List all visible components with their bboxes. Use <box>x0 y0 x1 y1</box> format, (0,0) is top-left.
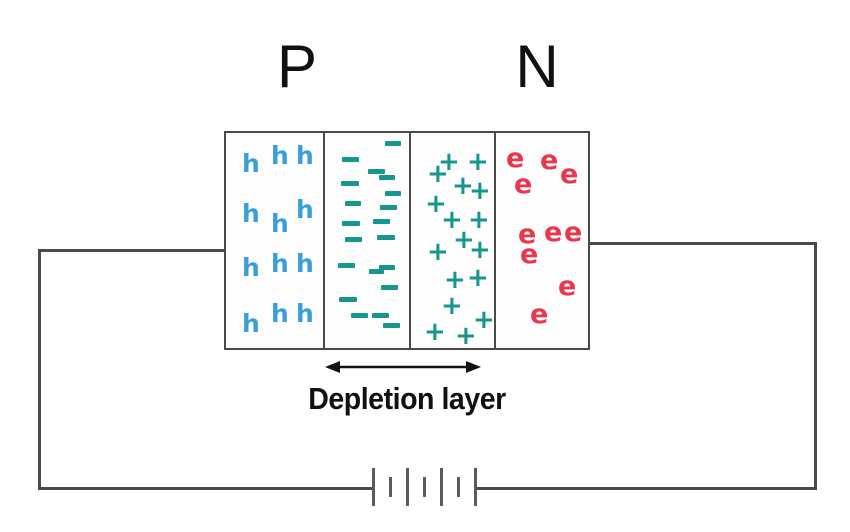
negative-ion-symbol <box>345 237 362 242</box>
negative-ion-symbol <box>351 313 368 318</box>
negative-ion-symbol <box>342 221 360 226</box>
positive-ion-symbol: + <box>438 147 460 177</box>
battery-plate-short <box>423 477 426 497</box>
positive-ion-symbol: + <box>444 265 466 295</box>
battery-plate-short <box>457 477 460 497</box>
electron-symbol: e <box>518 219 537 250</box>
electron-symbol: e <box>506 143 525 174</box>
hole-symbol: h <box>242 149 260 178</box>
n-region-label: N <box>515 33 559 100</box>
negative-ion-symbol <box>369 269 384 274</box>
region-negative-ions <box>325 133 411 348</box>
negative-ion-symbol <box>381 285 398 290</box>
battery-plate-long <box>474 468 477 506</box>
negative-ion-symbol <box>379 265 395 270</box>
hole-symbol: h <box>296 299 314 328</box>
hole-symbol: h <box>296 195 314 224</box>
wire-left-horizontal-top <box>38 249 226 252</box>
electron-symbol: e <box>560 159 579 190</box>
negative-ion-symbol <box>341 181 359 186</box>
negative-ion-symbol <box>383 323 400 328</box>
hole-symbol: h <box>242 309 260 338</box>
battery-symbol <box>372 462 478 512</box>
negative-ion-symbol <box>342 157 359 162</box>
wire-right-horizontal-top <box>588 242 817 245</box>
positive-ion-symbol: + <box>473 305 495 335</box>
electron-symbol: e <box>520 239 539 270</box>
wire-left-vertical <box>38 249 41 489</box>
hole-symbol: h <box>271 209 289 238</box>
hole-symbol: h <box>296 249 314 278</box>
negative-ion-symbol <box>373 219 390 224</box>
positive-ion-symbol: + <box>452 171 474 201</box>
negative-ion-symbol <box>368 169 385 174</box>
positive-ion-symbol: + <box>441 205 463 235</box>
p-region-label: P <box>276 33 318 100</box>
positive-ion-symbol: + <box>424 317 446 347</box>
wire-bottom-left <box>38 487 374 490</box>
hole-symbol: h <box>271 249 289 278</box>
positive-ion-symbol: + <box>468 205 490 235</box>
positive-ion-symbol: + <box>467 263 489 293</box>
negative-ion-symbol <box>379 175 395 180</box>
negative-ion-symbol <box>372 313 389 318</box>
negative-ion-symbol <box>338 263 355 268</box>
hole-symbol: h <box>296 141 314 170</box>
battery-plate-short <box>389 477 392 497</box>
depletion-layer-arrow <box>325 360 481 374</box>
negative-ion-symbol <box>339 297 357 302</box>
battery-plate-long <box>372 468 375 506</box>
electron-symbol: e <box>544 217 563 248</box>
battery-plate-long <box>440 468 443 506</box>
negative-ion-symbol <box>385 191 401 196</box>
positive-ion-symbol: + <box>425 189 447 219</box>
battery-plate-long <box>406 468 409 506</box>
negative-ion-symbol <box>380 205 397 210</box>
negative-ion-symbol <box>377 235 395 240</box>
region-positive-ions: +++++++++++++++++ <box>411 133 496 351</box>
negative-ion-symbol <box>345 201 361 206</box>
positive-ion-symbol: + <box>441 291 463 321</box>
electron-symbol: e <box>530 299 549 330</box>
electron-symbol: e <box>564 217 583 248</box>
positive-ion-symbol: + <box>469 176 491 206</box>
wire-right-vertical <box>814 242 817 490</box>
depletion-layer-label: Depletion layer <box>308 381 506 416</box>
electron-symbol: e <box>558 271 577 302</box>
hole-symbol: h <box>271 299 289 328</box>
hole-symbol: h <box>242 253 260 282</box>
electron-symbol: e <box>540 145 559 176</box>
hole-symbol: h <box>271 141 289 170</box>
positive-ion-symbol: + <box>467 147 489 177</box>
wire-bottom-right <box>476 487 816 490</box>
negative-ion-symbol <box>385 141 401 146</box>
positive-ion-symbol: + <box>453 225 475 255</box>
positive-ion-symbol: + <box>427 159 449 189</box>
positive-ion-symbol: + <box>455 321 477 351</box>
electron-symbol: e <box>514 169 533 200</box>
hole-symbol: h <box>242 199 260 228</box>
positive-ion-symbol: + <box>469 235 491 265</box>
positive-ion-symbol: + <box>427 237 449 267</box>
